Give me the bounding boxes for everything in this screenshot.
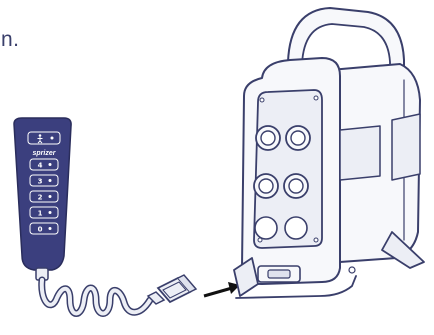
remote-level-label: 3 xyxy=(38,178,43,186)
remote-level-label: 0 xyxy=(38,226,43,234)
remote-brand-label: sprizer xyxy=(33,150,57,157)
remote-controller-icon: sprizer 4 3 2 1 0 xyxy=(14,118,71,280)
spray-device-icon xyxy=(234,8,424,298)
remote-level-label: 1 xyxy=(38,210,43,218)
cable-plug-icon xyxy=(148,275,196,304)
remote-level-label: 2 xyxy=(38,194,43,202)
outlet-port xyxy=(284,174,308,198)
coiled-cable-highlight xyxy=(42,280,150,314)
outlet-port xyxy=(254,174,278,198)
remote-socket xyxy=(258,266,300,282)
outlet-port xyxy=(286,126,310,150)
arrow-icon xyxy=(204,282,240,296)
outlet-port xyxy=(256,126,280,150)
remote-level-label: 4 xyxy=(38,162,43,170)
blank-port xyxy=(285,217,307,239)
blank-port xyxy=(255,217,277,239)
